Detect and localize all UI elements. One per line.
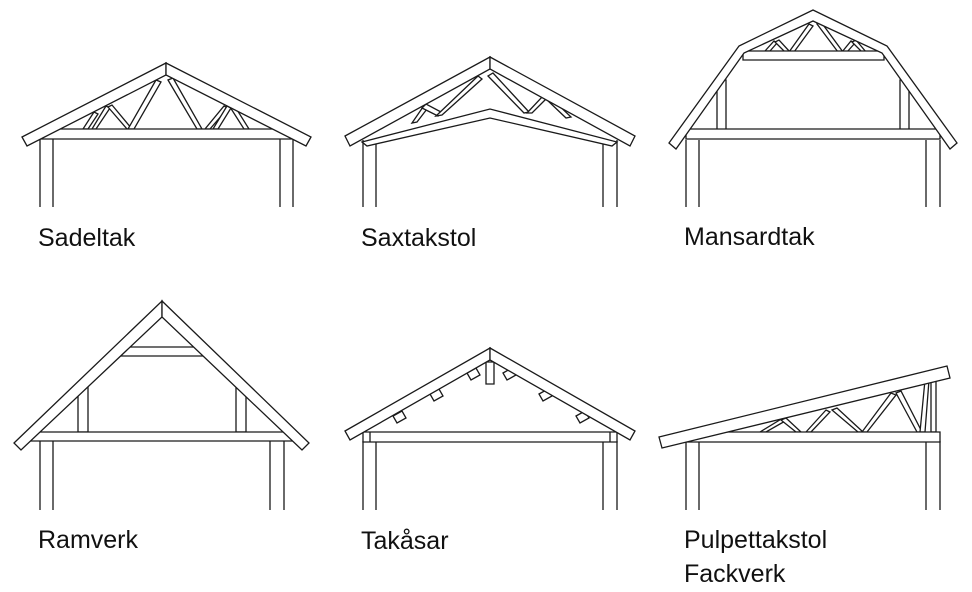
takasar-truss-drawing [344,346,636,510]
label-pulpettakstol: Pulpettakstol [684,526,828,554]
label-mansardtak: Mansardtak [684,223,815,251]
saxtakstol-truss-drawing [344,55,636,207]
ramverk-truss-drawing [13,299,310,510]
label-sadeltak: Sadeltak [38,224,136,252]
label-ramverk: Ramverk [38,526,139,554]
mansardtak-truss-drawing [668,9,958,207]
label-fackverk: Fackverk [684,560,786,588]
sadeltak-truss-drawing [21,61,312,207]
pulpettakstol-truss-drawing [658,365,951,510]
label-takasar: Takåsar [361,527,449,555]
label-saxtakstol: Saxtakstol [361,224,477,252]
